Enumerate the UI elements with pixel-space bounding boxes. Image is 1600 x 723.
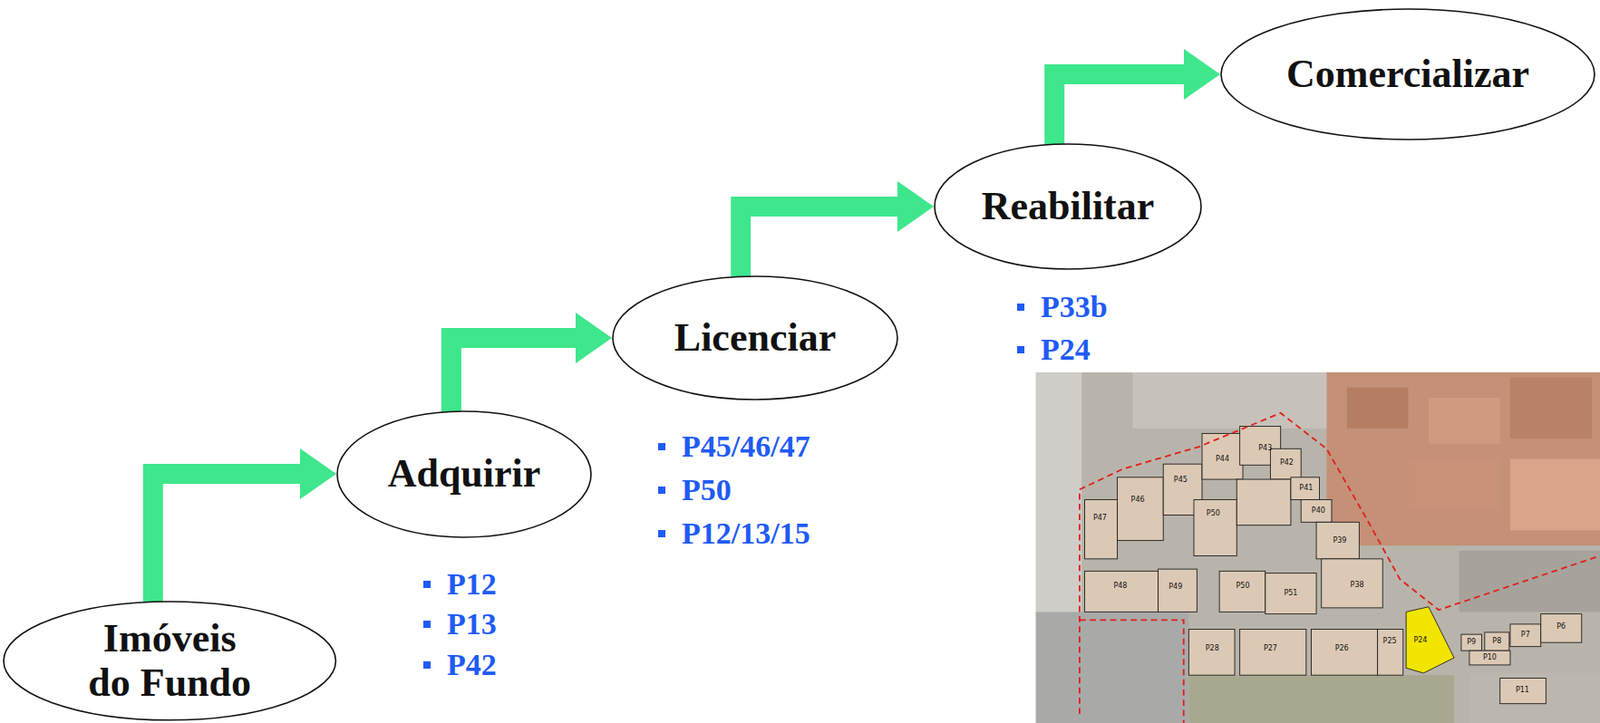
- parcel-label: P7: [1521, 631, 1531, 640]
- property-code: P24: [1040, 334, 1091, 366]
- step-arrow: [451, 312, 612, 415]
- bullet-marker: [1017, 303, 1025, 311]
- list-item: P45/46/47: [658, 431, 811, 463]
- arrow-head: [1183, 48, 1221, 100]
- arrow-head: [897, 181, 934, 233]
- list-item: P12/13/15: [658, 518, 811, 550]
- parcel-label: P43: [1258, 445, 1272, 453]
- property-code: P42: [446, 649, 497, 681]
- property-code: P12/13/15: [681, 518, 811, 550]
- list-item: P50: [658, 475, 732, 506]
- step-arrow: [153, 448, 337, 606]
- arrow-head: [300, 448, 337, 500]
- step-arrow: [1054, 48, 1221, 147]
- bullet-marker: [423, 661, 431, 670]
- arrow-head: [575, 312, 612, 364]
- property-code: P45/46/47: [681, 431, 811, 463]
- bullet-marker: [1017, 346, 1025, 354]
- parcel-label: P42: [1280, 459, 1294, 467]
- parcel-label: P50: [1206, 510, 1221, 518]
- parcel-label: P45: [1173, 476, 1188, 485]
- parcel-label: P11: [1515, 687, 1530, 695]
- arrow-shaft: [451, 338, 578, 415]
- bullet-marker: [658, 530, 666, 538]
- bullet-marker: [658, 443, 666, 451]
- stage-ellipse: Imóveis do Fundo: [2, 601, 337, 722]
- parcel-label: P44: [1215, 455, 1230, 464]
- parcel-label: P39: [1332, 537, 1347, 545]
- arrow-shaft: [740, 206, 900, 280]
- parcel-label: P49: [1168, 583, 1183, 592]
- property-code: P33b: [1040, 291, 1108, 323]
- stage-label: Reabilitar: [981, 184, 1155, 229]
- stage-ellipse: Reabilitar: [933, 143, 1203, 271]
- stage-ellipse: Comercializar: [1220, 8, 1596, 141]
- bullet-marker: [423, 581, 431, 589]
- parcel-label: P25: [1383, 638, 1397, 646]
- list-item: P12: [423, 569, 497, 601]
- stage-label: Comercializar: [1286, 52, 1530, 97]
- list-item: P24: [1017, 334, 1091, 366]
- parcel-label: P9: [1466, 639, 1476, 647]
- stage-label: Adquirir: [387, 452, 542, 496]
- parcel-label: P24: [1413, 637, 1427, 645]
- parcel-label: P48: [1113, 582, 1127, 591]
- stage-label: Imóveis do Fundo: [81, 617, 259, 706]
- property-code: P13: [446, 609, 497, 640]
- parcel-label: P28: [1205, 645, 1220, 653]
- parcel-label: P40: [1311, 507, 1326, 515]
- parcel-label: P38: [1350, 581, 1365, 590]
- parcel-label: P51: [1283, 590, 1298, 598]
- property-code: P12: [446, 569, 497, 601]
- bullet-marker: [423, 620, 431, 629]
- parcel-label: P41: [1299, 484, 1313, 493]
- arrow-shaft: [153, 474, 302, 606]
- stage-ellipse: Adquirir: [336, 410, 592, 539]
- parcel-label: P26: [1335, 645, 1349, 653]
- stage-label: Licenciar: [674, 316, 836, 360]
- step-arrow: [740, 181, 934, 280]
- list-item: P13: [423, 609, 497, 640]
- parcel-label: P6: [1556, 623, 1566, 631]
- parcel-label: P46: [1131, 496, 1145, 505]
- parcel-label: P27: [1263, 645, 1278, 653]
- parcel-label: P50: [1236, 582, 1251, 591]
- parcel-label: P10: [1483, 654, 1497, 662]
- bullet-marker: [658, 486, 666, 495]
- parcel-label: P8: [1492, 638, 1502, 646]
- property-code: P50: [681, 475, 732, 506]
- list-item: P33b: [1017, 291, 1108, 323]
- parcel-label: P47: [1093, 514, 1107, 523]
- stage-ellipse: Licenciar: [611, 275, 899, 401]
- list-item: P42: [423, 649, 497, 681]
- arrow-shaft: [1054, 74, 1186, 147]
